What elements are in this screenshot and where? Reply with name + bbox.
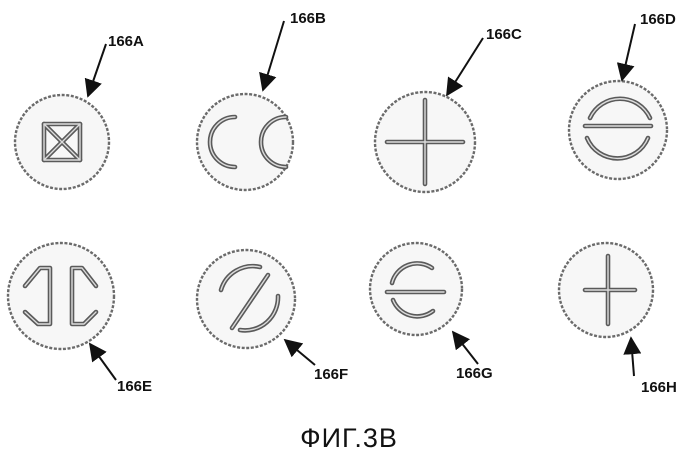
leader-166g (453, 332, 478, 364)
label-166h: 166H (641, 379, 677, 396)
label-166b: 166B (290, 10, 326, 27)
item-166g: 166G (370, 243, 493, 382)
label-166f: 166F (314, 366, 348, 383)
label-166a: 166A (108, 33, 144, 50)
leader-166h (631, 338, 634, 376)
item-166d: 166D (569, 11, 676, 179)
label-166g: 166G (456, 365, 493, 382)
leader-166a (88, 44, 106, 96)
item-166a: 166A (15, 33, 144, 189)
label-166c: 166C (486, 26, 522, 43)
leader-166e (90, 344, 116, 380)
item-166f: 166F (197, 250, 348, 383)
disc-166d (569, 81, 667, 179)
leader-166c (447, 38, 483, 95)
disc-166g (370, 243, 462, 335)
label-166e: 166E (117, 378, 152, 395)
label-166d: 166D (640, 11, 676, 28)
leader-166d (622, 24, 635, 80)
leader-166f (285, 340, 315, 365)
item-166h: 166H (559, 243, 677, 396)
item-166c: 166C (375, 26, 522, 192)
figure-caption: ФИГ.3B (300, 423, 398, 453)
item-166e: 166E (8, 243, 152, 395)
item-166b: 166B (197, 10, 326, 190)
disc-166e (8, 243, 114, 349)
leader-166b (263, 21, 284, 90)
